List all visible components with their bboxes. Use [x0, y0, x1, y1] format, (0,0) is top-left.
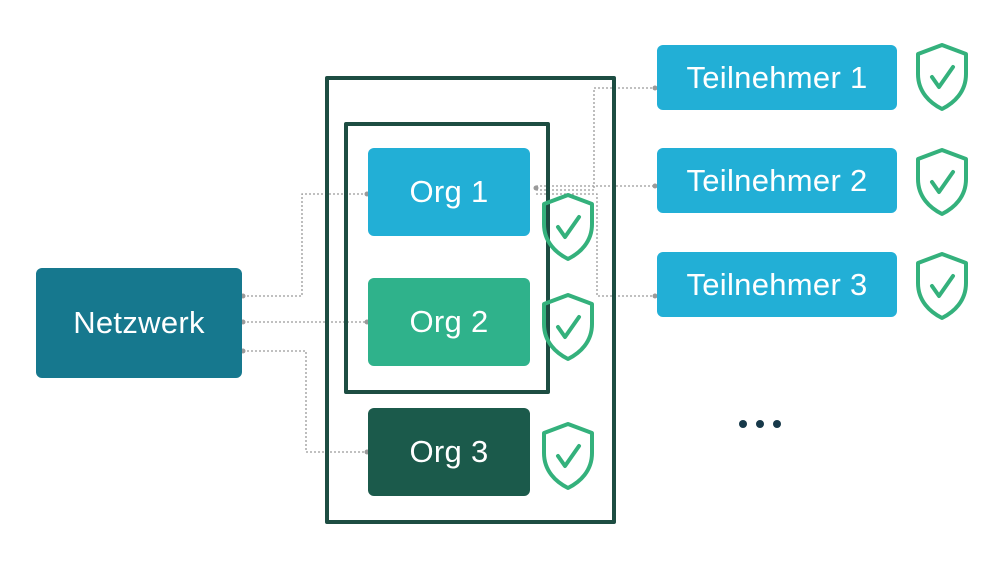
- inner-group-frame: [344, 122, 550, 394]
- shield-check-icon: [916, 148, 968, 216]
- network-node[interactable]: Netzwerk: [36, 268, 242, 378]
- network-label: Netzwerk: [73, 305, 205, 340]
- ellipsis-icon: [739, 420, 781, 428]
- org-1-node[interactable]: Org 1: [368, 148, 530, 236]
- org-2-node[interactable]: Org 2: [368, 278, 530, 366]
- org-2-label: Org 2: [409, 304, 489, 339]
- org-1-label: Org 1: [409, 174, 489, 209]
- org-3-node[interactable]: Org 3: [368, 408, 530, 496]
- participant-2-label: Teilnehmer 2: [686, 162, 868, 198]
- participant-1-label: Teilnehmer 1: [686, 59, 868, 95]
- participant-2-node[interactable]: Teilnehmer 2: [657, 148, 897, 213]
- shield-check-icon: [916, 43, 968, 111]
- outer-group-frame: [325, 76, 616, 524]
- connector-org1-participant3: [536, 193, 655, 297]
- connector-org1-participant1: [536, 87, 655, 191]
- participant-3-node[interactable]: Teilnehmer 3: [657, 252, 897, 317]
- shield-check-icon: [542, 422, 594, 490]
- shield-check-icon: [916, 252, 968, 320]
- connector-network-org1: [243, 193, 367, 297]
- connector-network-org3: [243, 350, 367, 453]
- shield-check-icon: [542, 193, 594, 261]
- shield-check-icon: [542, 293, 594, 361]
- org-3-label: Org 3: [409, 434, 489, 469]
- participant-1-node[interactable]: Teilnehmer 1: [657, 45, 897, 110]
- participant-3-label: Teilnehmer 3: [686, 266, 868, 302]
